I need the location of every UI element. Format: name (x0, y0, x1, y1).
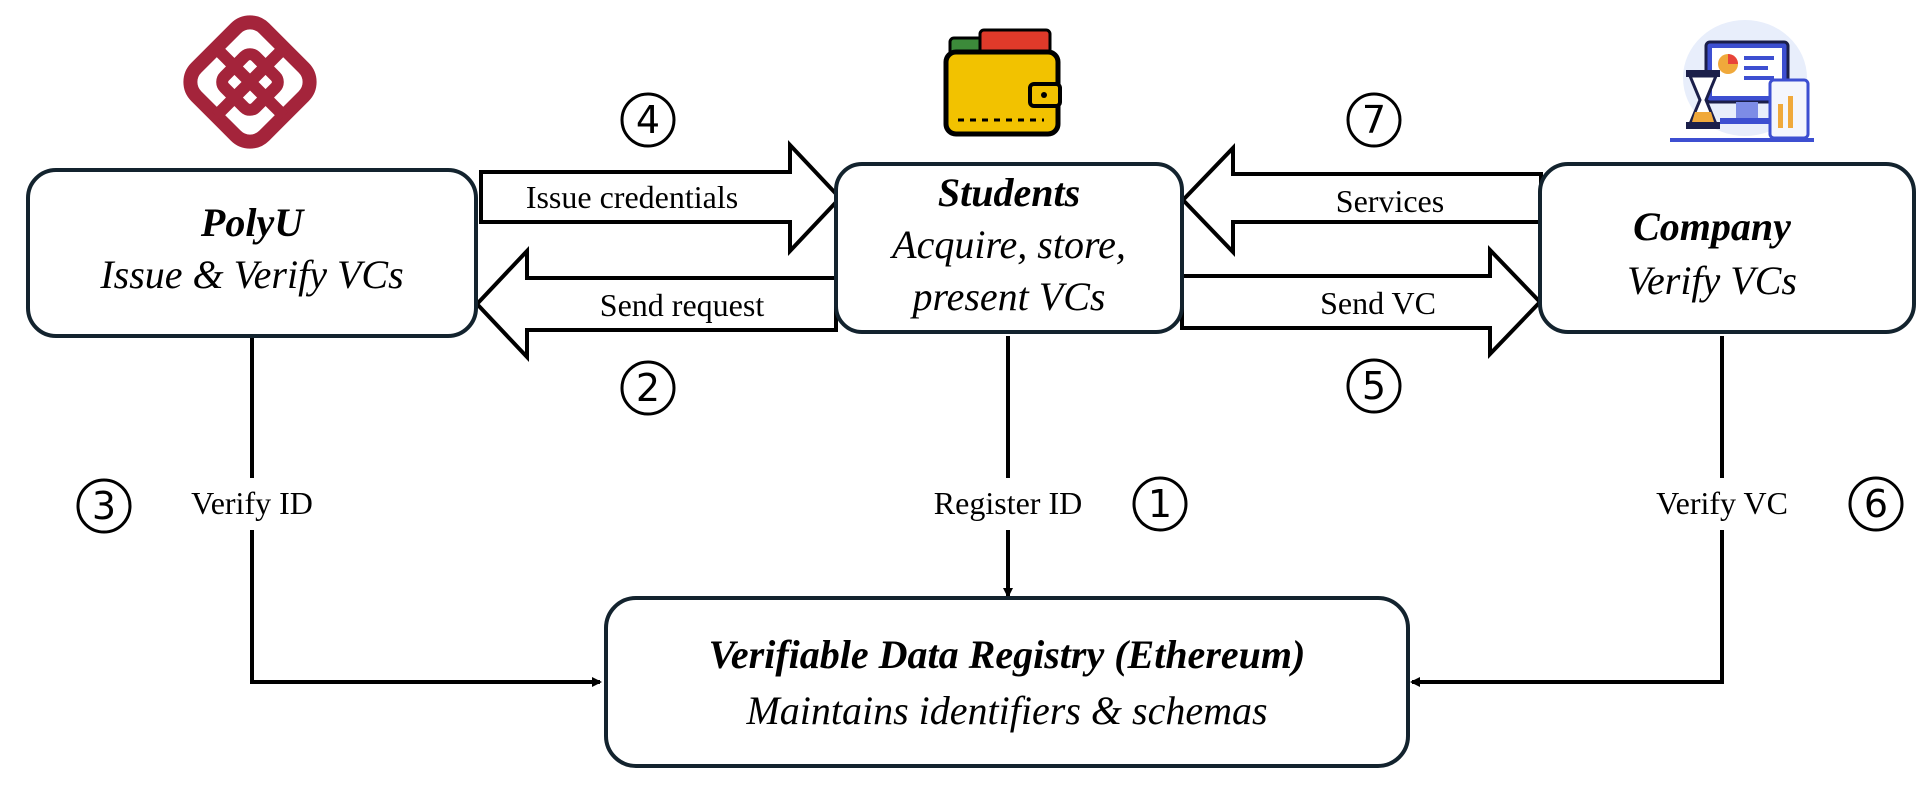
send-request-label: Send request (600, 287, 765, 323)
step-1-marker: 1 (1132, 476, 1188, 532)
students-node-box (834, 162, 1184, 334)
verify-vc-label: Verify VC (1656, 485, 1788, 521)
send-request-arrow (474, 245, 838, 363)
send-vc-arrow (1180, 245, 1543, 359)
step-5-marker: 5 (1346, 358, 1402, 414)
services-arrow (1180, 143, 1543, 257)
step-4-marker: 4 (620, 92, 676, 148)
services-label: Services (1336, 183, 1444, 219)
svg-text:4: 4 (636, 98, 660, 142)
wallet-icon (943, 28, 1062, 137)
svg-text:6: 6 (1864, 482, 1888, 526)
polyu-logo-icon (183, 15, 317, 149)
polyu-node-box (26, 168, 478, 338)
company-subtitle: Verify VCs (1627, 258, 1797, 303)
company-node-box (1538, 162, 1916, 334)
verify-id-line (250, 336, 602, 687)
svg-text:2: 2 (636, 366, 660, 410)
step-2-marker: 2 (620, 360, 676, 416)
send-vc-label: Send VC (1320, 285, 1436, 321)
verify-vc-line (1410, 336, 1724, 687)
company-title: Company (1633, 204, 1791, 249)
step-3-marker: 3 (76, 478, 132, 534)
issue-credentials-label: Issue credentials (526, 179, 738, 215)
step-6-marker: 6 (1848, 476, 1904, 532)
svg-text:7: 7 (1362, 98, 1386, 142)
svg-text:3: 3 (92, 484, 116, 528)
polyu-title: PolyU (200, 200, 305, 245)
svg-text:1: 1 (1148, 482, 1172, 526)
verify-id-label: Verify ID (191, 485, 313, 521)
issue-credentials-arrow (479, 139, 843, 257)
svg-text:5: 5 (1362, 364, 1386, 408)
students-subtitle-line2: present VCs (910, 274, 1106, 319)
polyu-subtitle: Issue & Verify VCs (99, 252, 403, 297)
registry-title: Verifiable Data Registry (Ethereum) (709, 632, 1306, 677)
register-id-label: Register ID (934, 485, 1082, 521)
registry-node-box (604, 596, 1410, 768)
registry-subtitle: Maintains identifiers & schemas (745, 688, 1267, 733)
students-subtitle-line1: Acquire, store, (889, 222, 1126, 267)
students-title: Students (938, 170, 1080, 215)
dashboard-devices-icon (1670, 20, 1814, 142)
step-7-marker: 7 (1346, 92, 1402, 148)
